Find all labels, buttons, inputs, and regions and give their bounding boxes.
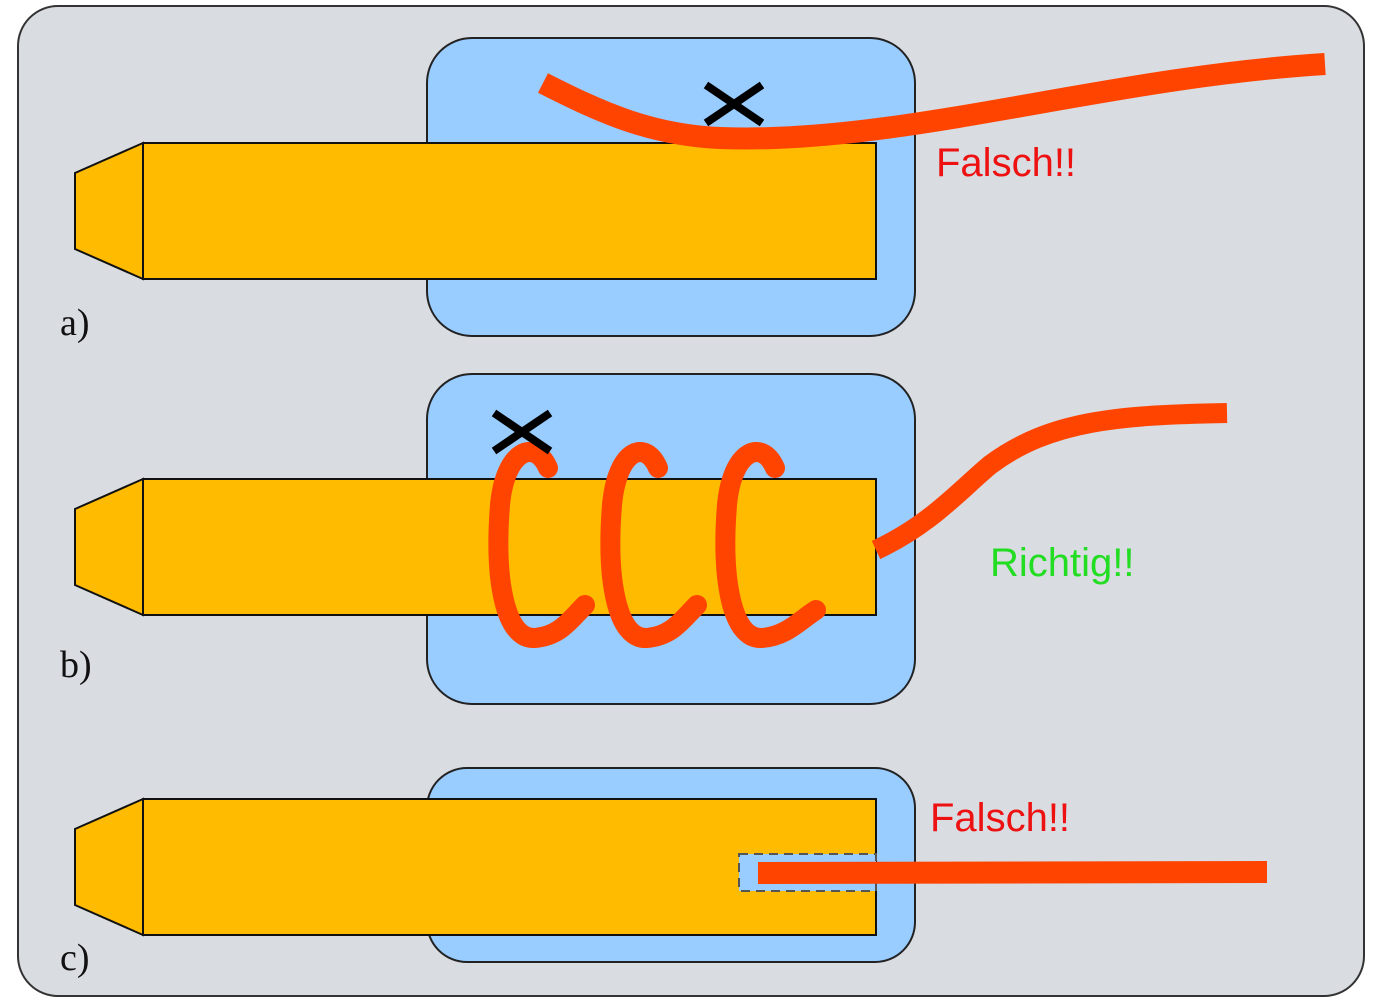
verdict-text: Falsch!! (936, 141, 1076, 185)
panel-label: c) (60, 937, 90, 979)
wire-coil (715, 442, 826, 648)
panel-c: c) Falsch!! (60, 767, 1268, 979)
panel-a: a) Falsch!! (60, 37, 1326, 344)
cross-icon (491, 409, 553, 455)
wire (757, 861, 1268, 884)
wire (538, 53, 1326, 150)
panel-label: b) (60, 644, 92, 686)
wire (871, 403, 1228, 560)
panel-b: b) Richtig!! (60, 373, 1228, 705)
wire-coil (488, 442, 595, 648)
cross-icon (703, 81, 765, 127)
panel-label: a) (60, 302, 90, 344)
wire-coils (488, 442, 826, 648)
wire-coil (600, 442, 707, 648)
verdict-text: Falsch!! (930, 796, 1070, 840)
verdict-text: Richtig!! (990, 541, 1135, 585)
pin-body (142, 142, 877, 280)
